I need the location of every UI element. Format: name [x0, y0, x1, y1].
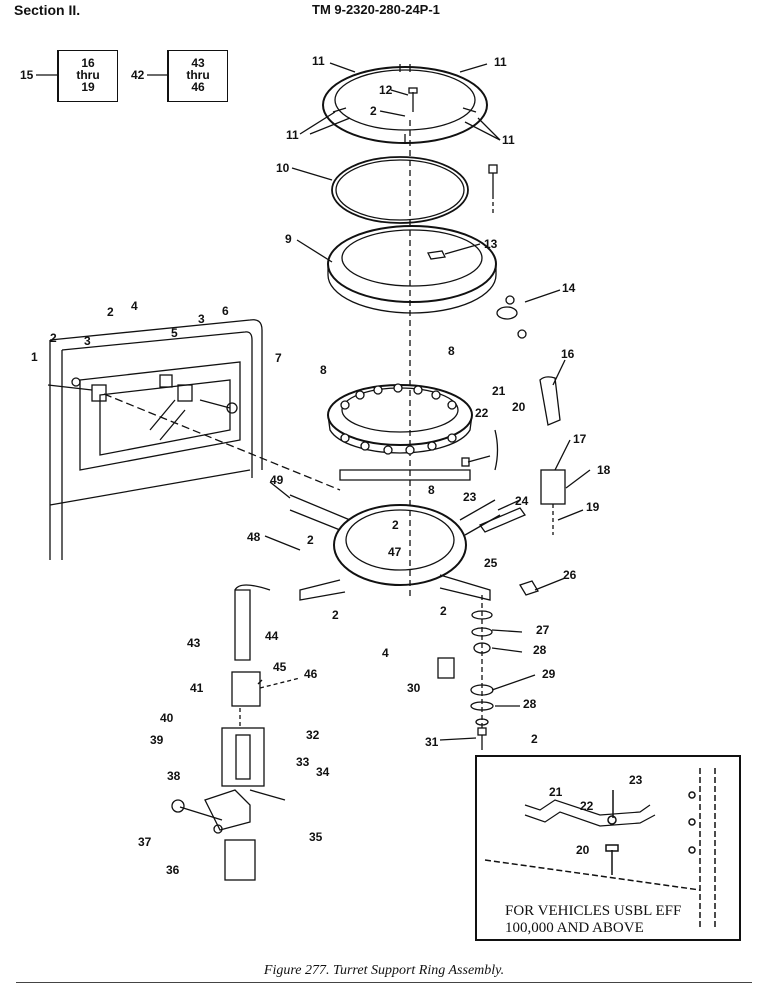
cab-frame [49, 319, 263, 560]
item-11-label: 11 [494, 55, 507, 69]
item-19-label: 19 [586, 500, 600, 514]
item-25-label: 25 [484, 556, 498, 570]
inset-item-21-label: 21 [549, 785, 563, 799]
footer-rule [16, 982, 752, 983]
item-11-label: 11 [286, 128, 299, 142]
item-37-label: 37 [138, 835, 152, 849]
item-11-label: 11 [312, 54, 325, 68]
item-1-label: 1 [31, 350, 38, 364]
item-38-label: 38 [167, 769, 181, 783]
item-28-label: 28 [533, 643, 547, 657]
callout-ref-15: 15 [20, 68, 34, 82]
item-14-label: 14 [562, 281, 576, 295]
item-2-label: 2 [392, 518, 399, 532]
item-11-label: 11 [502, 133, 515, 147]
item-8-label: 8 [428, 483, 435, 497]
item-44-label: 44 [265, 629, 279, 643]
item-2-label: 2 [307, 533, 314, 547]
item-28-label: 28 [523, 697, 537, 711]
item-48-label: 48 [247, 530, 261, 544]
item-2-label: 2 [107, 305, 114, 319]
item-46-label: 46 [304, 667, 318, 681]
item-6-label: 6 [222, 304, 229, 318]
item-33-label: 33 [296, 755, 310, 769]
item-39-label: 39 [150, 733, 164, 747]
segmented-ring [322, 64, 488, 144]
inset-note-line: FOR VEHICLES USBL EFF [505, 903, 682, 919]
callout-line: thru [186, 68, 210, 82]
item-10-label: 10 [276, 161, 290, 175]
item-43-label: 43 [187, 636, 201, 650]
item-8-label: 8 [448, 344, 455, 358]
item-3-label: 3 [198, 312, 205, 326]
section-heading: Section II. [14, 2, 81, 18]
clamp-ring [327, 383, 473, 455]
inset-item-22-label: 22 [580, 799, 594, 813]
item-17-label: 17 [573, 432, 587, 446]
seal-ring [331, 156, 469, 224]
item-30-label: 30 [407, 681, 421, 695]
item-24-label: 24 [515, 494, 529, 508]
item-4-label: 4 [382, 646, 389, 660]
callout-ref-42: 42 [131, 68, 145, 82]
item-23-label: 23 [463, 490, 477, 504]
item-4-label: 4 [131, 299, 138, 313]
callout-box-42: 43 thru 46 [167, 50, 228, 102]
yoke-assembly [289, 469, 501, 601]
item-27-label: 27 [536, 623, 550, 637]
bearing-ring [327, 225, 497, 314]
item-47-label: 47 [388, 545, 402, 559]
item-2-label: 2 [370, 104, 377, 118]
inset-item-23-label: 23 [629, 773, 643, 787]
item-2-label: 2 [50, 331, 57, 345]
item-36-label: 36 [166, 863, 180, 877]
item-12-label: 12 [379, 83, 393, 97]
item-20-label: 20 [512, 400, 526, 414]
callout-line: 43 [191, 56, 205, 70]
item-32-label: 32 [306, 728, 320, 742]
item-13-label: 13 [484, 237, 498, 251]
item-8-label: 8 [320, 363, 327, 377]
figure-caption: Figure 277. Turret Support Ring Assembly… [263, 963, 505, 978]
item-41-label: 41 [190, 681, 204, 695]
item-31-label: 31 [425, 735, 439, 749]
item-26-label: 26 [563, 568, 577, 582]
item-18-label: 18 [597, 463, 611, 477]
item-40-label: 40 [160, 711, 174, 725]
item-3-label: 3 [84, 334, 91, 348]
inset-detail [475, 755, 741, 941]
callout-line: thru [76, 68, 100, 82]
callout-line: 16 [81, 56, 95, 70]
callout-line: 46 [191, 80, 205, 94]
callout-line: 19 [81, 80, 95, 94]
tm-number: TM 9-2320-280-24P-1 [312, 2, 440, 17]
inset-note-line: 100,000 AND ABOVE [505, 920, 644, 936]
item-34-label: 34 [316, 765, 330, 779]
item-49-label: 49 [270, 473, 284, 487]
item-29-label: 29 [542, 667, 556, 681]
item-5-label: 5 [171, 326, 178, 340]
item-35-label: 35 [309, 830, 323, 844]
item-21-label: 21 [492, 384, 506, 398]
callout-box-15: 16 thru 19 [57, 50, 118, 102]
item-45-label: 45 [273, 660, 287, 674]
item-2-label: 2 [332, 608, 339, 622]
item-2-label: 2 [440, 604, 447, 618]
item-2-label: 2 [531, 732, 538, 746]
item-16-label: 16 [561, 347, 575, 361]
inset-note: FOR VEHICLES USBL EFF 100,000 AND ABOVE [505, 903, 682, 937]
inset-item-20-label: 20 [576, 843, 590, 857]
item-22-label: 22 [475, 406, 489, 420]
item-9-label: 9 [285, 232, 292, 246]
item-7-label: 7 [275, 351, 282, 365]
